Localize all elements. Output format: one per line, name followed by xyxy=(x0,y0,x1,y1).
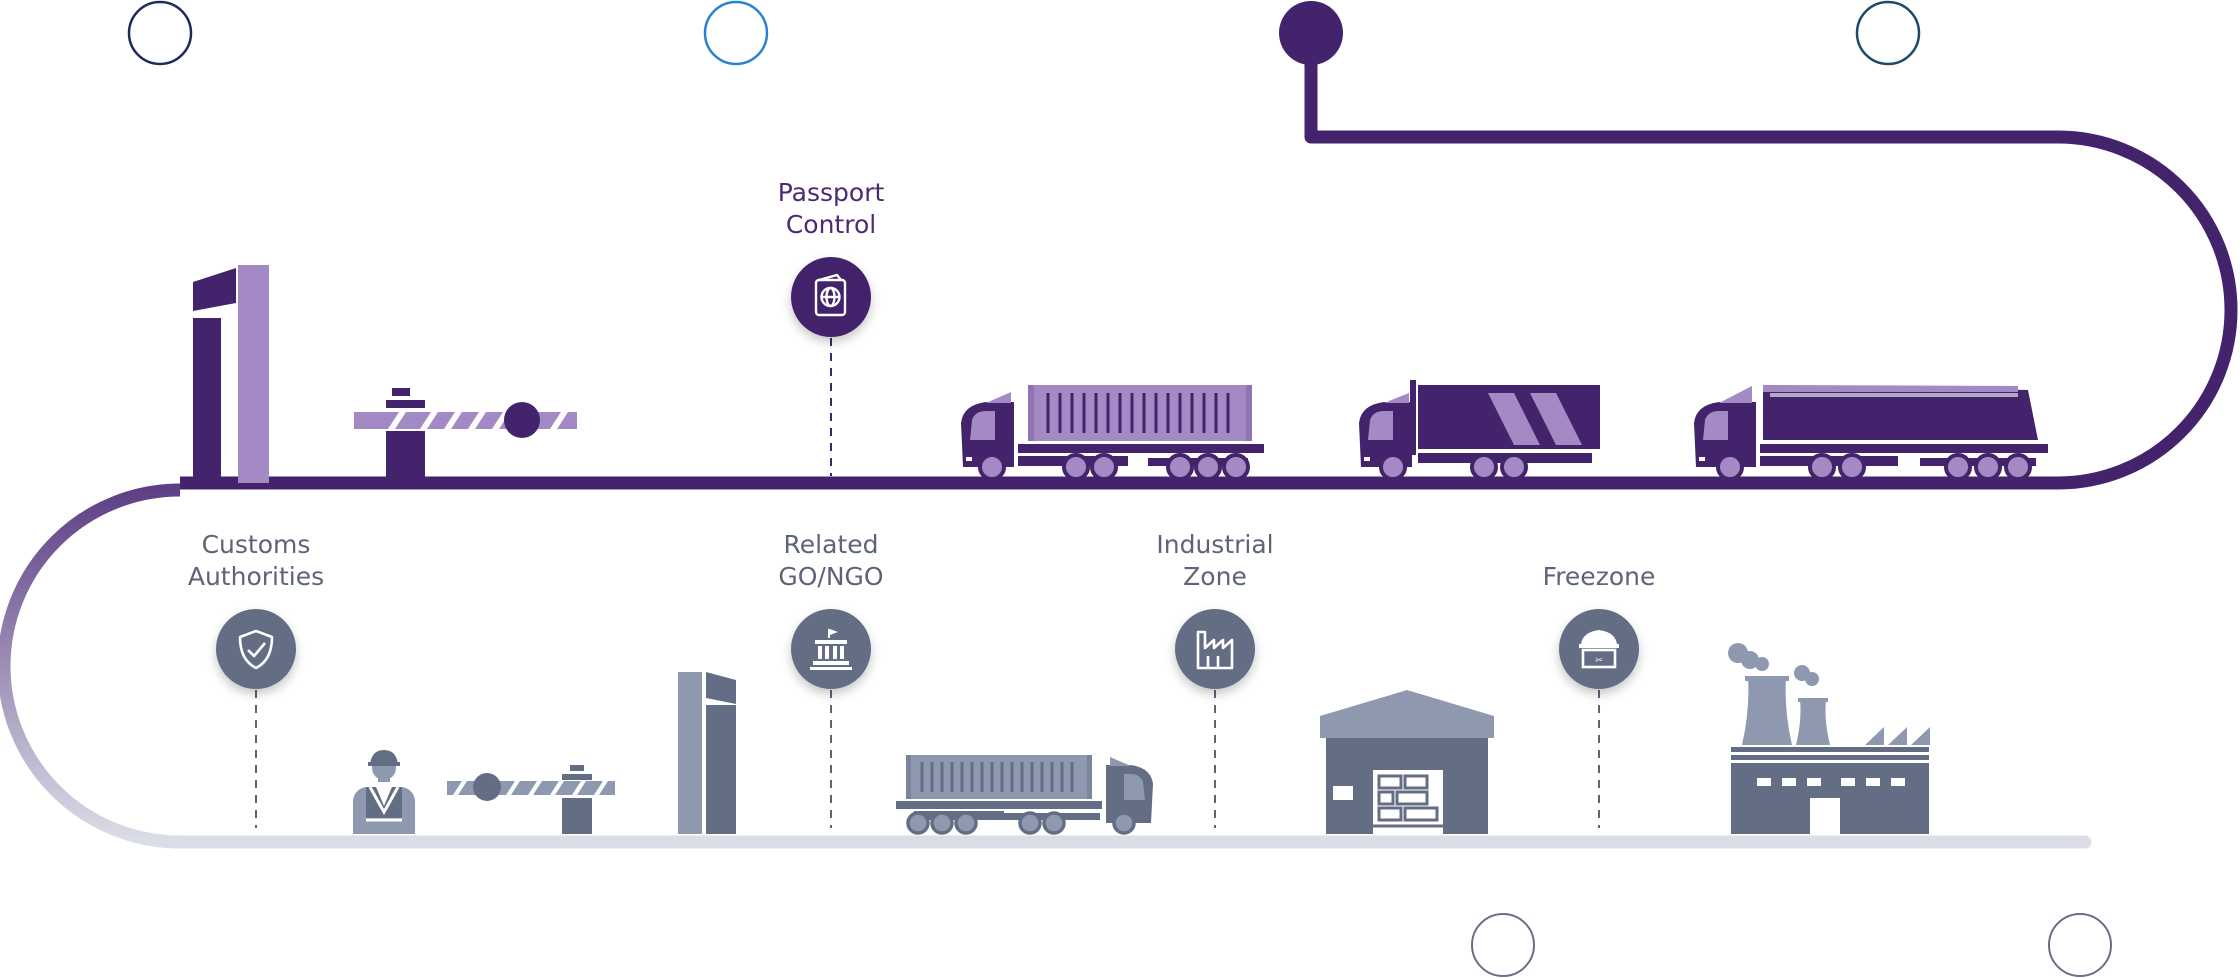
shop-awning-icon: ✂ xyxy=(1579,630,1619,669)
box-truck-upper xyxy=(1359,380,1600,481)
government-building-icon xyxy=(810,629,852,670)
customs-authorities-label-line1: Customs xyxy=(202,530,311,559)
customs-gate-tower-upper xyxy=(193,265,269,483)
customs-gate-tower-lower xyxy=(678,672,736,834)
passport-control-marker xyxy=(791,257,871,337)
route-track xyxy=(0,1,2238,849)
customs-authorities-marker xyxy=(216,609,296,689)
passport-globe-icon xyxy=(814,273,847,317)
svg-text:✂: ✂ xyxy=(1595,656,1603,666)
container-truck-lower xyxy=(896,755,1153,835)
related-go-ngo-label-line2: GO/NGO xyxy=(778,562,883,591)
warehouse-building xyxy=(1320,690,1494,834)
decor-ring-teal xyxy=(1855,0,1921,66)
container-truck-upper xyxy=(961,385,1264,481)
barrier-gate-lower xyxy=(447,765,615,834)
decor-ring-blue xyxy=(703,0,769,66)
related-go-ngo-marker xyxy=(791,609,871,689)
industrial-zone-label-line1: Industrial xyxy=(1156,530,1273,559)
related-go-ngo-label-line1: Related xyxy=(784,530,879,559)
freezone-label: Freezone xyxy=(1543,562,1656,591)
route-top-segment xyxy=(180,33,2238,490)
factory-icon xyxy=(1196,630,1234,670)
industrial-zone-marker xyxy=(1175,609,1255,689)
decor-ring-navy xyxy=(127,0,193,66)
tipper-truck-upper xyxy=(1694,385,2048,481)
barrier-gate-upper xyxy=(354,388,577,483)
shield-check-icon xyxy=(238,629,274,670)
passport-control-label-line2: Control xyxy=(786,210,876,239)
customs-authorities-label-line2: Authorities xyxy=(188,562,324,591)
customs-officer-figure xyxy=(353,750,415,834)
decor-ring-gray-right xyxy=(2048,913,2112,977)
factory-building xyxy=(1728,643,1930,834)
passport-control-label-line1: Passport xyxy=(778,178,885,207)
decor-ring-gray-left xyxy=(1471,913,1535,977)
industrial-zone-label-line2: Zone xyxy=(1183,562,1247,591)
freezone-marker: ✂ xyxy=(1559,609,1639,689)
route-left-loop xyxy=(0,483,181,849)
